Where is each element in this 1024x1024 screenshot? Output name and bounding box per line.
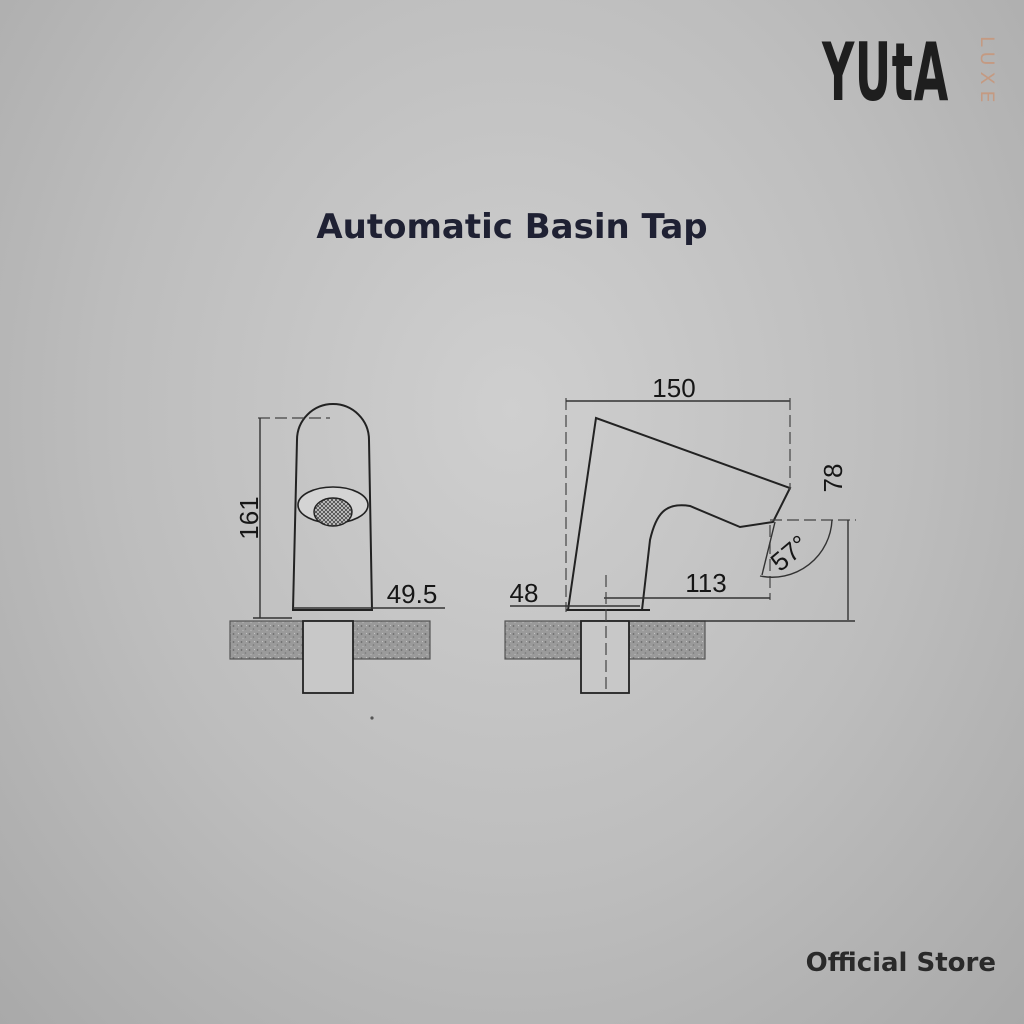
front-dot-mark [370,716,374,720]
side-spout-height-label: 78 [818,464,848,493]
page-title: Automatic Basin Tap [316,207,708,247]
front-width-label: 49.5 [387,579,438,609]
side-angle-ray [761,521,776,576]
side-tap-body [566,416,792,611]
side-supply-pipe [580,620,630,694]
front-aerator-mesh [313,497,353,527]
front-supply-pipe [302,620,354,694]
side-reach-label: 113 [685,568,726,598]
side-angle-arc [759,519,833,578]
side-view: 150 78 113 48 57° [504,373,856,694]
brand-logo: YUtA LUXE [822,30,1007,120]
side-length-label: 150 [652,373,695,403]
front-tap-body [292,403,373,611]
official-store-label: Official Store [805,948,996,978]
side-offset-label: 48 [510,578,539,608]
front-view: 161 49.5 [229,403,445,720]
brand-logo-subtitle: LUXE [976,36,998,109]
brand-logo-wordmark: YUtA [822,26,949,119]
front-height-label: 161 [234,496,264,539]
